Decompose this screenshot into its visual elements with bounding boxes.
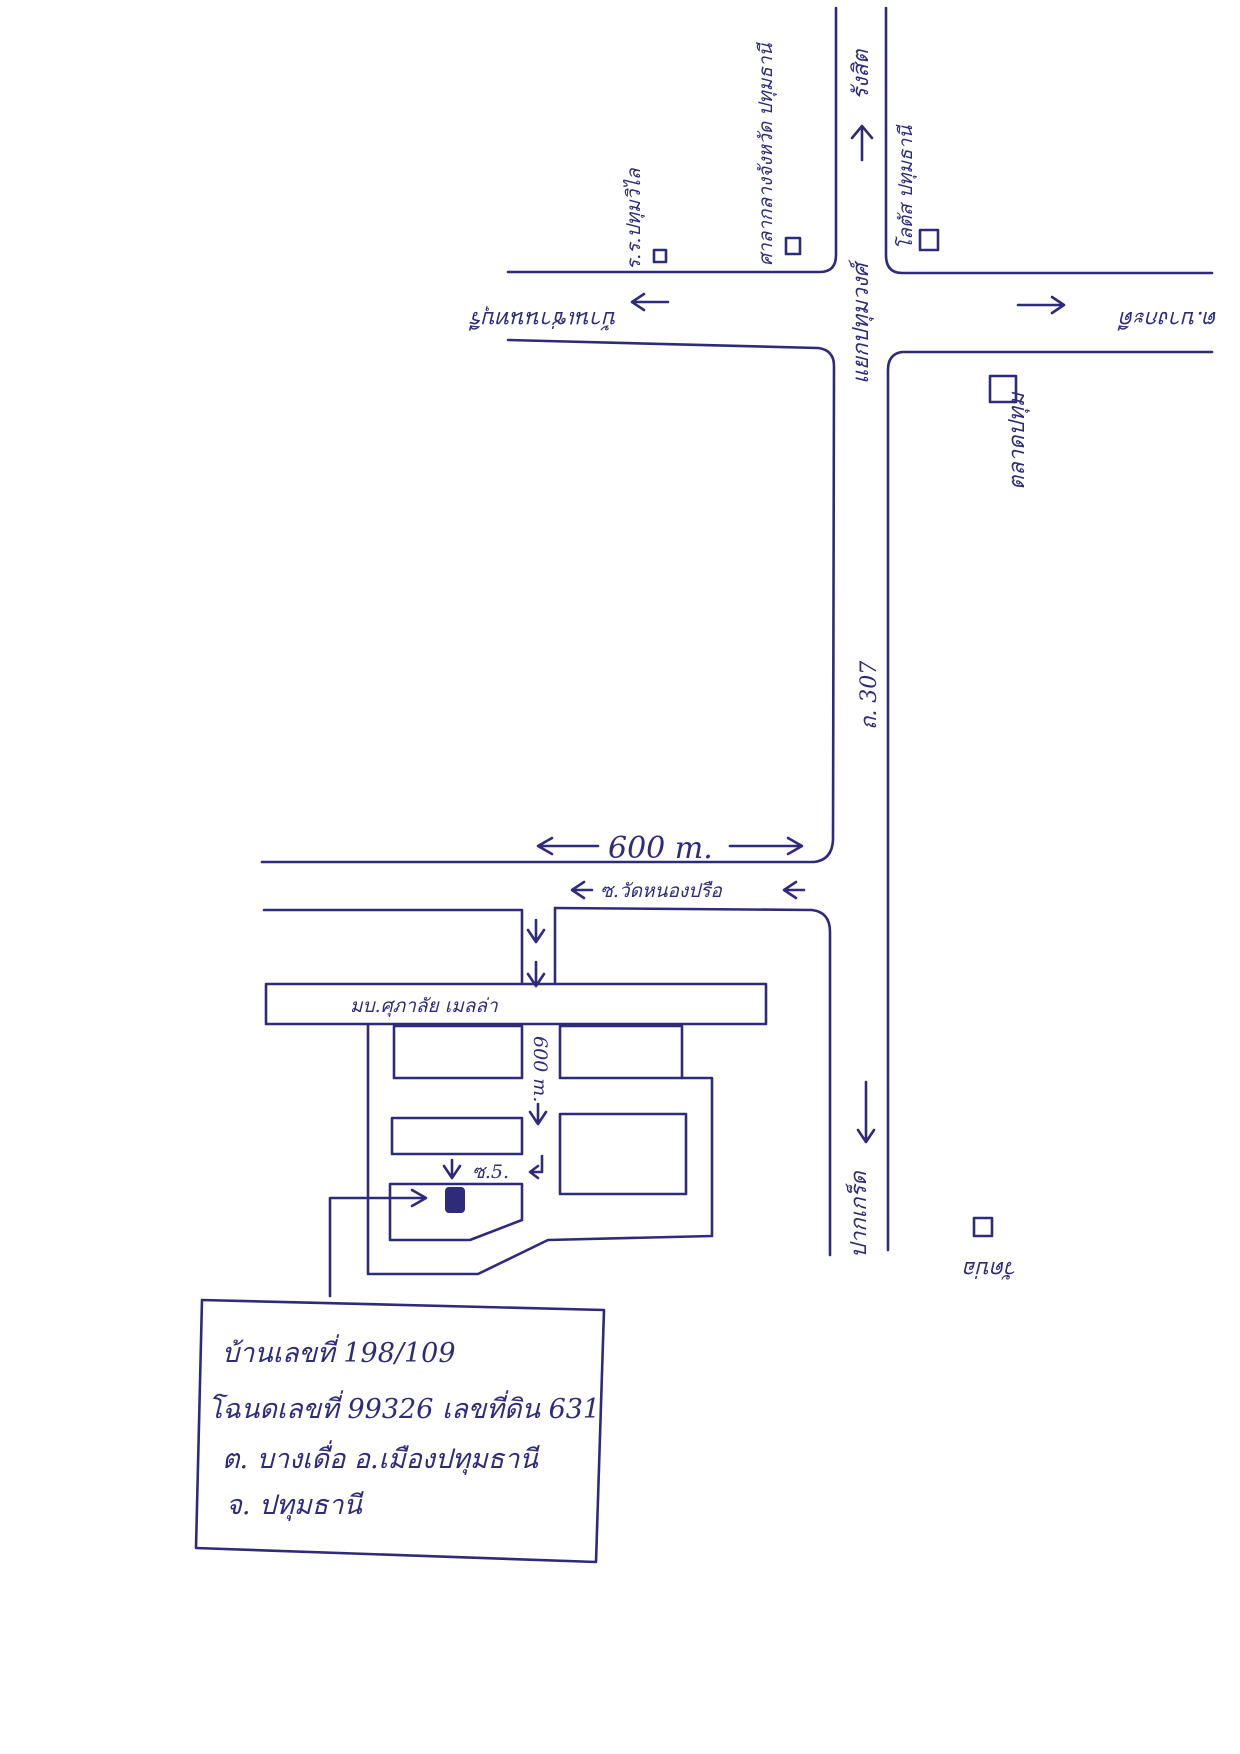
label-market: ตลาดปทุม	[1005, 391, 1030, 490]
provincial-hall-marker-icon	[784, 236, 802, 256]
distance-indicator-top: 600 m.	[536, 831, 804, 866]
label-village: มบ.ศุภาลัย เมลล่า	[350, 995, 499, 1017]
school-marker-icon	[652, 248, 668, 264]
arrow-left-icon	[782, 880, 806, 900]
arrow-down-icon	[856, 1080, 876, 1144]
label-soi-wat: ซ.วัดหนองปรือ	[600, 880, 723, 902]
arrow-down-icon	[526, 918, 546, 944]
label-intersection: แยกปทุมวงศ์	[848, 259, 874, 384]
arrow-down-icon	[526, 960, 546, 988]
temple-marker-icon	[972, 1216, 994, 1238]
address-line-4: จ. ปทุมธานี	[226, 1490, 365, 1522]
direction-arrows	[630, 124, 1066, 1144]
label-temple: วัดบ่อ	[963, 1256, 1018, 1281]
label-highway: ถ. 307	[857, 661, 882, 730]
soi-wat-road: ซ.วัดหนองปรือ	[570, 880, 806, 902]
highway-307	[260, 6, 1214, 1257]
market-marker-icon	[988, 374, 1018, 404]
label-to-pak-kret: ปากเกร็ด	[845, 1170, 872, 1258]
village-grid: มบ.ศุภาลัย เมลล่า 600 m. ซ.5.	[262, 906, 768, 1276]
pointer-line	[328, 1188, 428, 1298]
address-line-1: บ้านเลขที่ 198/109	[222, 1334, 456, 1369]
label-to-rangsit: รังสิต	[849, 48, 874, 100]
village-main-road	[264, 982, 768, 1026]
address-line-3: ต. บางเดื่อ อ.เมืองปทุมธานี	[222, 1440, 541, 1476]
arrow-up-icon	[850, 124, 874, 162]
label-pathum-school: ร.ร.ปทุมวิไล	[622, 167, 645, 270]
arrow-right-icon	[1016, 295, 1066, 315]
arrow-left-icon	[570, 880, 594, 900]
lotus-marker-icon	[918, 228, 940, 252]
arrow-down-icon	[442, 1158, 462, 1180]
arrow-turn-icon	[528, 1154, 544, 1180]
address-line-2: โฉนดเลขที่ 99326 เลขที่ดิน 631	[208, 1390, 600, 1425]
label-to-bang-kradi: ต.บางกะดี	[1117, 306, 1218, 331]
arrow-left-icon	[630, 292, 670, 312]
address-box: บ้านเลขที่ 198/109 โฉนดเลขที่ 99326 เลขท…	[194, 1298, 606, 1564]
distance-label-top: 600 m.	[608, 831, 713, 866]
target-house-icon	[445, 1187, 465, 1213]
label-lotus: โลตัส ปทุมธานี	[894, 124, 917, 250]
label-provincial-hall: ศาลากลางจังหวัด ปทุมธานี	[755, 41, 777, 266]
label-distance-side: 600 m.	[529, 1036, 551, 1102]
label-soi-5: ซ.5.	[472, 1161, 509, 1183]
label-to-pathum-west: บ้านเช่านนทบุรี	[468, 306, 618, 331]
arrow-down-icon	[528, 1102, 548, 1126]
